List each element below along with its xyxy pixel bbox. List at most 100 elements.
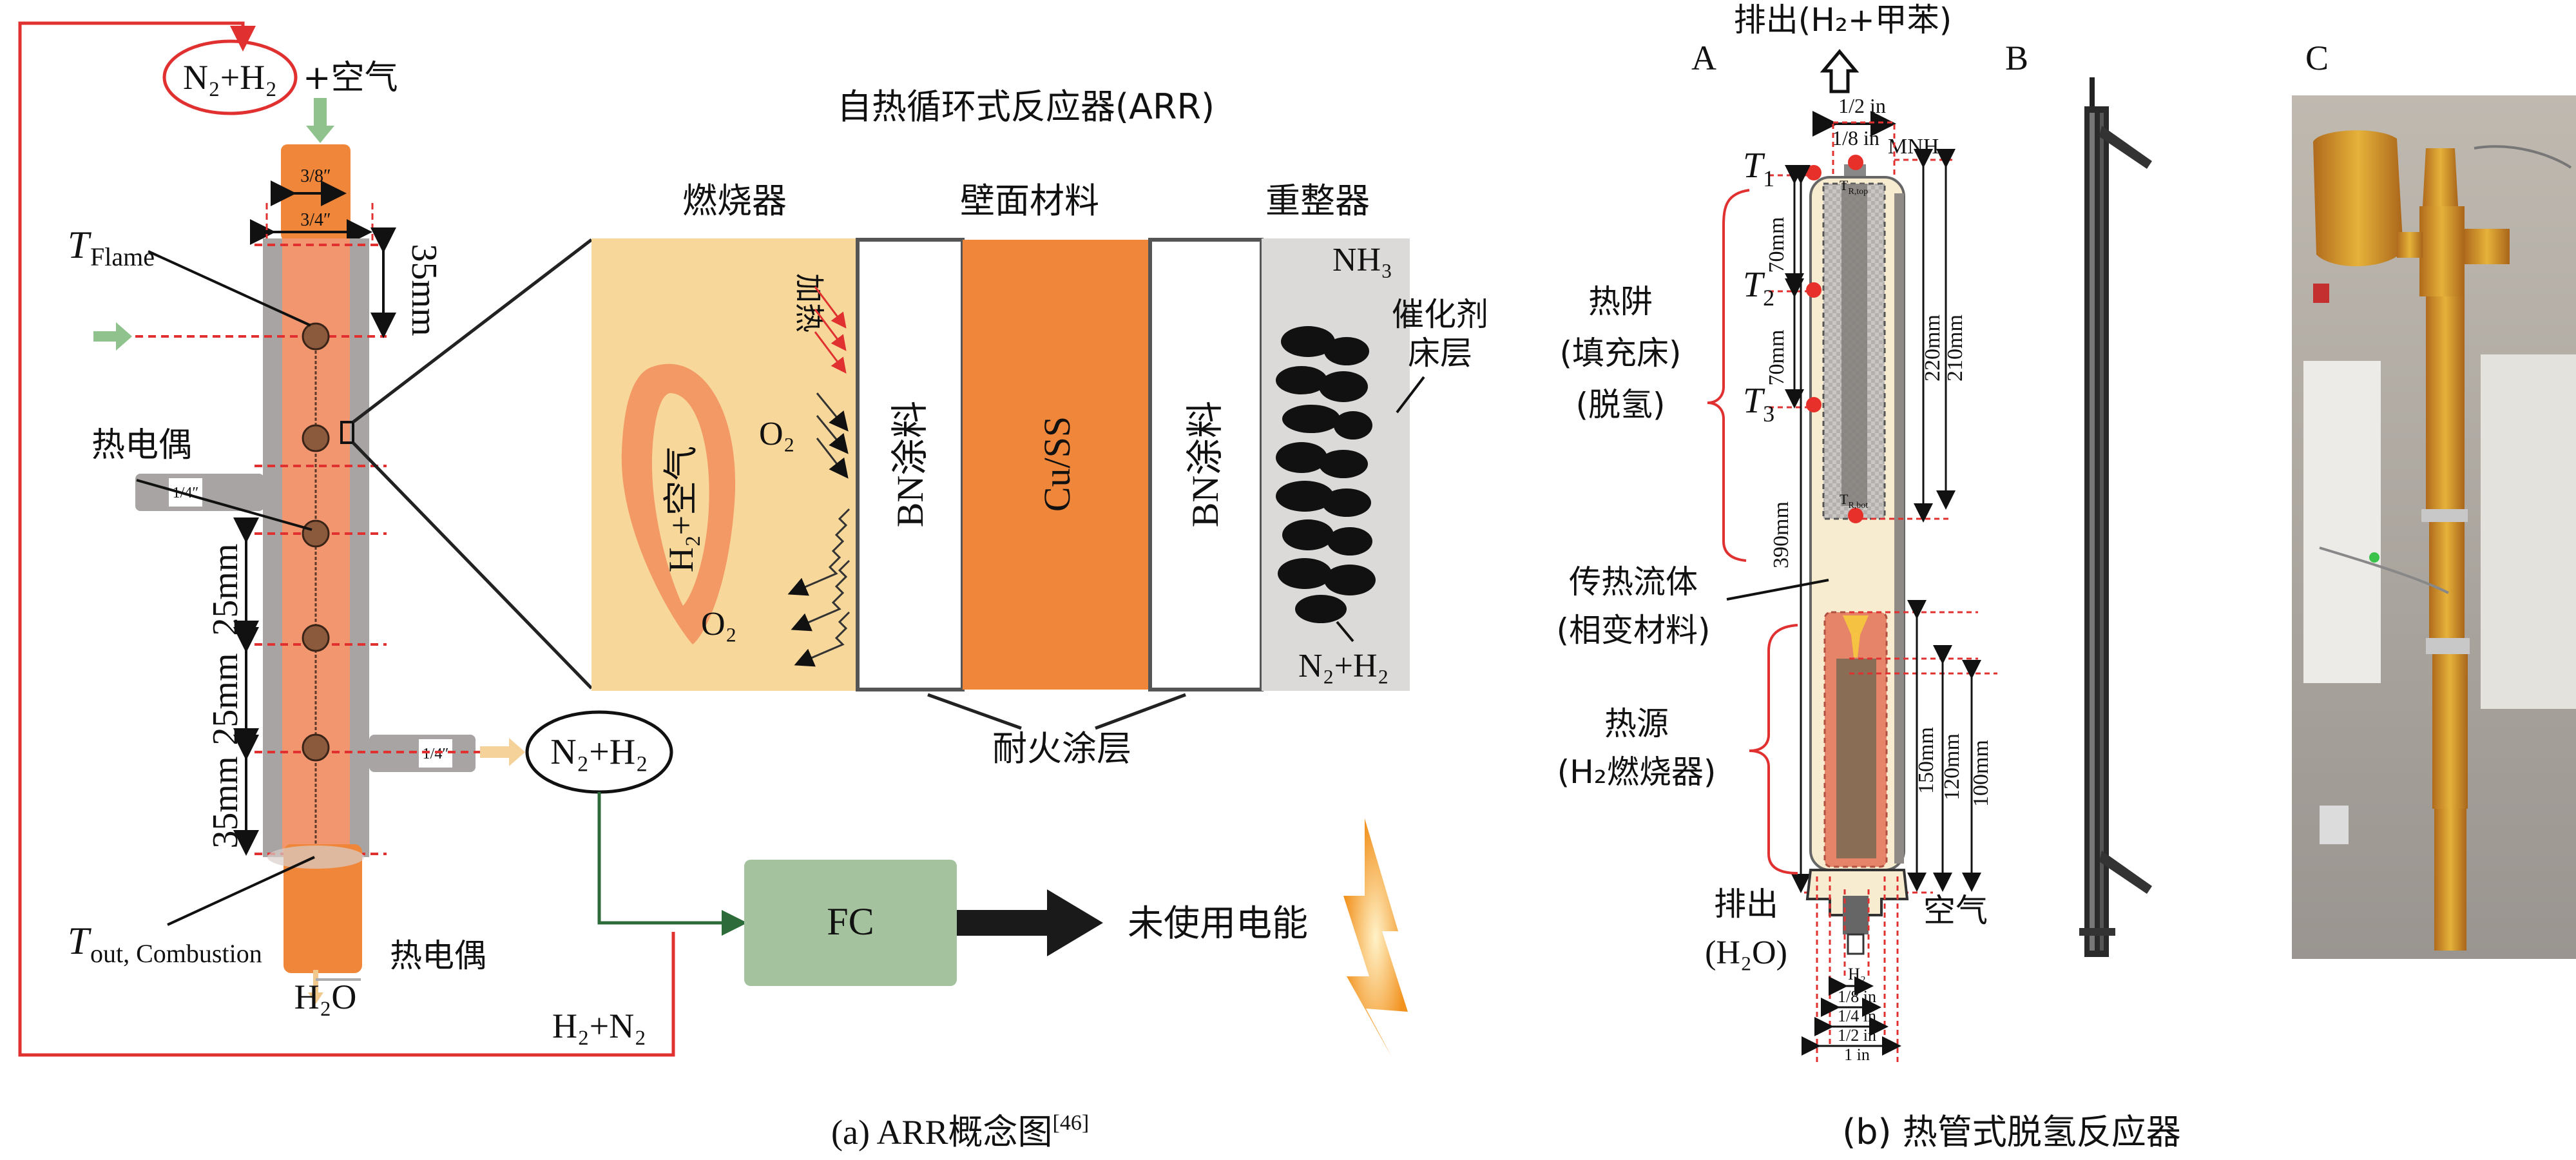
- heat-sink-label-1: 热阱: [1588, 283, 1653, 320]
- dim-spacing-25mm-1: 25mm: [206, 543, 245, 635]
- bn-coating-right-label: BN涂料: [1184, 401, 1226, 528]
- t-flame-label: T: [68, 224, 91, 266]
- heat-source-label-1: 热源: [1604, 705, 1669, 742]
- o2-label-top: O₂: [759, 416, 795, 452]
- zoom-marker: [340, 421, 354, 444]
- reformer-nh3-label: NH₃: [1332, 242, 1392, 278]
- heat-pipe-shadow: [1894, 193, 1904, 864]
- length-100mm: 100mm: [1969, 740, 1993, 807]
- length-390mm: 390mm: [1769, 501, 1793, 568]
- top-dim-half-inch: 1/2 in: [1838, 94, 1886, 117]
- fuel-cell-label: FC: [827, 900, 874, 943]
- panel-b-caption: (b) 热管式脱氢反应器: [1842, 1112, 2181, 1152]
- product-line: [597, 792, 747, 936]
- flame-inner: [651, 393, 709, 606]
- bn-coating-right: [1148, 238, 1264, 691]
- nh3-port-label-bg: [169, 478, 202, 507]
- arr-title: 自热循环式反应器(ARR): [837, 86, 1215, 127]
- nh3-inlet-arrow: [93, 322, 132, 351]
- air-inlet-arrow-head: [306, 126, 334, 143]
- arr-col-reformer: 重整器: [1265, 180, 1370, 221]
- subpanel-b-label: B: [2005, 39, 2028, 77]
- unused-power-label: 未使用电能: [1128, 903, 1308, 945]
- burner-bottom-tube: [284, 844, 362, 973]
- recycle-line: [18, 21, 675, 1057]
- water-outlet-label: H₂O: [294, 978, 357, 1016]
- air-inlet-arrow-shaft: [314, 98, 327, 127]
- bottom-exhaust-label-1: 排出: [1714, 885, 1778, 923]
- power-arrow: [957, 889, 1103, 956]
- packed-bed-core: [1841, 184, 1867, 506]
- h2-flame: [1843, 615, 1869, 657]
- catalyst-label-2: 床层: [1408, 334, 1472, 372]
- heat-sink-label-3: (脱氢): [1575, 386, 1665, 423]
- t-r-bot-label: TR,bot: [1840, 491, 1868, 510]
- air-inlet-label: 空气: [1923, 892, 1988, 929]
- dim-bottom-35mm: 35mm: [206, 756, 245, 848]
- t-r-top-label: TR,top: [1840, 177, 1868, 197]
- bottom-dim-half: 1/2 in: [1838, 1026, 1876, 1045]
- bottom-dim-eighth: 1/8 in: [1838, 987, 1876, 1006]
- recycle-inlet-ellipse: [162, 39, 298, 115]
- fuel-cell-box: [744, 860, 957, 986]
- catalyst-label-1: 催化剂: [1392, 296, 1488, 333]
- thermocouple-bottom-label: 热电偶: [390, 937, 486, 974]
- top-exhaust-label: 排出(H₂+甲苯): [1734, 1, 1952, 39]
- heat-sink-label-2: (填充床): [1559, 334, 1681, 372]
- outlet-port-dim: 1/4″: [423, 746, 449, 762]
- t-flame-sub: Flame: [90, 242, 155, 271]
- subpanel-c-label: C: [2305, 39, 2329, 77]
- t2-label: T2: [1743, 265, 1774, 311]
- length-150mm: 150mm: [1914, 727, 1938, 794]
- h2-inlet-label: H₂: [1848, 965, 1866, 983]
- reformer-out-label: N₂+H₂: [1298, 648, 1389, 684]
- radiation-arrows: [787, 508, 851, 667]
- heat-source-brace: [1749, 624, 1798, 875]
- panel-b: A B C 排出(H₂+甲苯) 1/2 in 1/8 in MNH TR,top…: [1556, 1, 2576, 1152]
- bottom-dim-quarter: 1/4 in: [1838, 1007, 1876, 1025]
- catalyst-bed: [1276, 326, 1376, 623]
- bn-coating-left: [856, 238, 965, 691]
- burner-mix-label: H₂+空气: [662, 446, 700, 572]
- product-outlet-arrow: [480, 738, 525, 766]
- zoom-line-bottom: [352, 441, 593, 690]
- spacing-70mm-1: 70mm: [1765, 217, 1789, 273]
- refractory-label: 耐火涂层: [992, 728, 1131, 769]
- air-suffix-label: +空气: [303, 59, 398, 97]
- top-dim-eighth-inch: 1/8 in: [1832, 126, 1879, 150]
- burner-core: [1836, 659, 1876, 858]
- spacing-70mm-2: 70mm: [1765, 330, 1789, 386]
- length-220mm: 220mm: [1921, 314, 1945, 382]
- dim-inner-diameter: 3/8″: [300, 166, 331, 186]
- cad-model: [2079, 77, 2152, 957]
- bottom-exhaust-label-2: (H₂O): [1705, 934, 1787, 971]
- cu-ss-wall: [963, 240, 1150, 690]
- thermocouple-label: 热电偶: [91, 426, 192, 465]
- t1-label: T1: [1743, 146, 1774, 191]
- arr-col-burner: 燃烧器: [682, 180, 787, 221]
- mnh-label: MNH: [1888, 135, 1939, 159]
- t-r-bot-dot: [1848, 508, 1863, 523]
- reactor-photo: [2292, 95, 2576, 959]
- bn-coating-left-label: BN涂料: [889, 401, 931, 528]
- t-out-sub: out, Combustion: [90, 939, 262, 968]
- bottom-dim-one: 1 in: [1844, 1045, 1870, 1064]
- heat-arrows: [814, 286, 847, 374]
- length-210mm: 210mm: [1943, 314, 1967, 382]
- o2-arrows: [816, 392, 849, 479]
- dim-spacing-25mm-2: 25mm: [206, 653, 245, 745]
- dim-outer-diameter: 3/4″: [300, 210, 331, 230]
- t-r-top-dot: [1848, 155, 1863, 170]
- length-120mm: 120mm: [1940, 733, 1964, 800]
- heat-fluid-label-2: (相变材料): [1556, 612, 1710, 649]
- recycle-inlet-label: N₂+H₂: [183, 58, 277, 97]
- heating-label: 加热: [792, 273, 827, 333]
- lightning-bolt-icon: [1343, 818, 1408, 1057]
- cu-ss-label: Cu/SS: [1036, 416, 1078, 512]
- heat-source-label-2: (H₂燃烧器): [1557, 753, 1716, 791]
- recycle-label: H₂+N₂: [552, 1007, 646, 1045]
- t3-label: T3: [1743, 381, 1774, 427]
- heat-sink-brace: [1707, 189, 1750, 562]
- bottom-flange: [1805, 869, 1909, 916]
